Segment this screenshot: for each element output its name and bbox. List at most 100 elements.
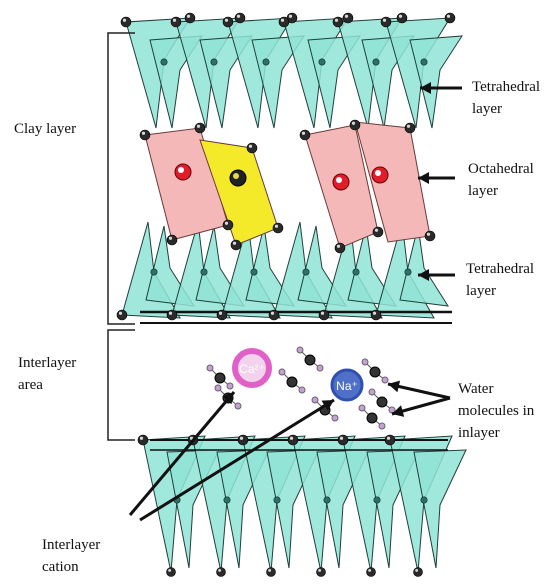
water-molecule-2-h1 — [279, 369, 285, 375]
water-molecule-7-h1 — [359, 405, 365, 411]
oxygen-bot-0-shine — [140, 437, 143, 440]
clay-layer-bracket — [108, 33, 135, 324]
oxygen-bot-2 — [238, 435, 248, 445]
tetra-top-center-3 — [319, 59, 325, 65]
oxygen-mid-1-shine — [169, 312, 172, 315]
tetra-mid-center-4 — [353, 269, 359, 275]
oxygen-top-r-4 — [397, 13, 407, 23]
oxygen-bot-apex-2 — [267, 568, 276, 577]
oxygen-oct-0-shine — [142, 132, 145, 135]
oxygen-bot-apex-4 — [367, 568, 376, 577]
oxygen-oct-12 — [425, 231, 435, 241]
oxygen-oct-8 — [350, 120, 360, 130]
oxygen-oct-2-shine — [225, 222, 228, 225]
interlayer-cation-label: Interlayer cation — [42, 534, 100, 578]
oxygen-oct-8-shine — [352, 122, 355, 125]
oxygen-top-1-shine — [173, 19, 176, 22]
oxygen-bot-4 — [338, 435, 348, 445]
oxygen-bot-apex-5-shine — [415, 569, 418, 572]
tetra-mid-center-0 — [151, 269, 157, 275]
oxygen-bot-3-shine — [290, 437, 293, 440]
oxygen-oct-5-shine — [275, 225, 278, 228]
tetra-top-center-1 — [211, 59, 217, 65]
tetra-bot-center-2 — [274, 497, 280, 503]
oxygen-bot-apex-3 — [317, 568, 326, 577]
oxygen-top-4 — [333, 17, 343, 27]
oxygen-top-2 — [223, 17, 233, 27]
oxygen-bot-apex-0 — [167, 568, 176, 577]
tetra-mid-center-2 — [251, 269, 257, 275]
oxygen-oct-1 — [195, 123, 205, 133]
oxygen-oct-10-shine — [337, 245, 340, 248]
oxygen-top-5 — [381, 17, 391, 27]
oxygen-oct-9-shine — [375, 229, 378, 232]
oxygen-mid-5 — [371, 310, 381, 320]
oxygen-top-r-1 — [235, 13, 245, 23]
oxygen-oct-3 — [167, 235, 177, 245]
octahedral-cation-1-shine — [178, 167, 184, 173]
oxygen-top-r-1-shine — [237, 15, 240, 18]
oxygen-top-r-4-shine — [399, 15, 402, 18]
oxygen-bot-apex-1-shine — [218, 569, 221, 572]
water-molecule-4-h2 — [332, 415, 338, 421]
oxygen-mid-4-shine — [321, 312, 324, 315]
oxygen-bot-0 — [138, 435, 148, 445]
oxygen-oct-9 — [373, 227, 383, 237]
water-molecules-label: Water molecules in inlayer — [458, 378, 534, 444]
oxygen-bot-apex-5 — [414, 568, 423, 577]
oxygen-top-r-0 — [185, 13, 195, 23]
oxygen-top-4-shine — [335, 19, 338, 22]
oxygen-oct-2 — [223, 220, 233, 230]
oxygen-bot-2-shine — [240, 437, 243, 440]
oxygen-top-r-2-shine — [289, 15, 292, 18]
oxygen-top-r-3-shine — [345, 15, 348, 18]
interlayer-area-bracket — [108, 330, 135, 440]
oxygen-mid-2 — [217, 310, 227, 320]
tetra-mid-center-5 — [405, 269, 411, 275]
oxygen-oct-3-shine — [169, 237, 172, 240]
oxygen-top-5-shine — [383, 19, 386, 22]
oxygen-top-3 — [279, 17, 289, 27]
oxygen-oct-10 — [335, 243, 345, 253]
arrow-water-1-head — [388, 381, 400, 393]
tetra-bot-center-1 — [224, 497, 230, 503]
oxygen-mid-3-shine — [271, 312, 274, 315]
oxygen-mid-0 — [117, 310, 127, 320]
octahedral-cation-3-shine — [375, 170, 381, 176]
oxygen-bot-apex-4-shine — [368, 569, 371, 572]
water-molecule-0-o — [215, 373, 225, 383]
oxygen-top-2-shine — [225, 19, 228, 22]
oxygen-oct-6-shine — [233, 242, 236, 245]
water-molecule-2-h2 — [299, 387, 305, 393]
oxygen-oct-7 — [300, 130, 310, 140]
oxygen-top-r-5 — [445, 13, 455, 23]
tetra-top-center-4 — [373, 59, 379, 65]
oxygen-oct-12-shine — [427, 233, 430, 236]
oxygen-bot-apex-2-shine — [268, 569, 271, 572]
oxygen-bot-apex-1 — [217, 568, 226, 577]
oxygen-top-0 — [121, 17, 131, 27]
oxygen-oct-5 — [273, 223, 283, 233]
clay-layer-label: Clay layer — [14, 118, 76, 140]
tetra-top-center-5 — [421, 59, 427, 65]
oxygen-top-r-5-shine — [447, 15, 450, 18]
water-molecule-5-h1 — [362, 359, 368, 365]
oxygen-oct-11-shine — [407, 125, 410, 128]
water-molecule-7-h2 — [379, 423, 385, 429]
oxygen-bot-apex-0-shine — [168, 569, 171, 572]
tetra-mid-center-1 — [201, 269, 207, 275]
water-molecule-4-h1 — [312, 397, 318, 403]
oxygen-mid-4 — [319, 310, 329, 320]
water-molecule-0-h1 — [207, 365, 213, 371]
water-molecule-5-h2 — [382, 377, 388, 383]
oxygen-mid-1 — [167, 310, 177, 320]
water-molecule-6-h1 — [369, 389, 375, 395]
interlayer-area-label: Interlayer area — [18, 352, 76, 396]
oxygen-oct-6 — [231, 240, 241, 250]
oxygen-bot-3 — [288, 435, 298, 445]
water-molecule-0-h2 — [227, 383, 233, 389]
cation-na-label: Na⁺ — [336, 379, 358, 393]
water-molecule-1-h2 — [235, 403, 241, 409]
tetra-bot-center-5 — [421, 497, 427, 503]
